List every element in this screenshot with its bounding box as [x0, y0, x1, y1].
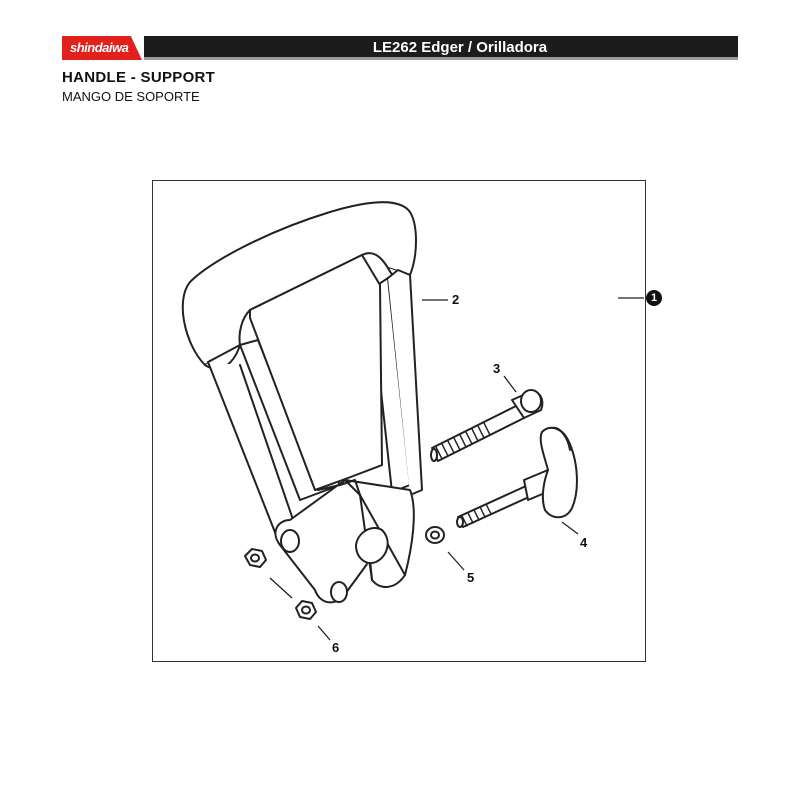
section-title: HANDLE - SUPPORT — [62, 69, 216, 86]
header-bar: shindaiwa LE262 Edger / Orilladora — [62, 36, 738, 60]
callout-knob: 4 — [580, 535, 588, 550]
nut-part-upper — [244, 548, 267, 568]
callout-handle: 2 — [452, 292, 460, 307]
callout-nut: 6 — [332, 640, 340, 655]
leader-6a — [269, 577, 293, 599]
section-subtitle: MANGO DE SOPORTE — [62, 89, 200, 104]
diagram-frame — [152, 180, 646, 662]
knob-part — [456, 426, 578, 528]
brand-logo — [62, 36, 142, 60]
leader-3 — [503, 375, 517, 393]
leader-4 — [561, 521, 579, 535]
leader-5 — [447, 551, 465, 571]
bolt-part — [430, 389, 544, 462]
header-dark-band — [144, 36, 738, 60]
nut-part-lower — [295, 600, 317, 620]
leader-6b — [317, 625, 331, 641]
brand-logo-text: shindaiwa — [70, 40, 129, 55]
callout-bolt: 3 — [493, 361, 501, 376]
callout-washer: 5 — [467, 570, 475, 585]
handle-part — [181, 201, 423, 604]
model-title: LE262 Edger / Orilladora — [372, 39, 548, 56]
washer-part — [425, 526, 445, 544]
callout-assembly: 1 — [646, 290, 662, 306]
